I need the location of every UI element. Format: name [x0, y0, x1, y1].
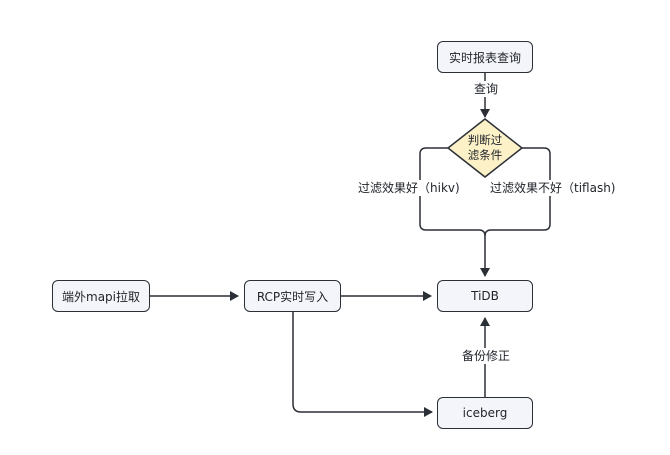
edge-good-filter [419, 147, 490, 277]
iceberg-node: iceberg [437, 397, 533, 429]
edge-label-backup-fix: 备份修正 [460, 348, 513, 364]
edge-label-bad-filter: 过滤效果不好（tiflash) [488, 180, 618, 196]
decision-label: 判断过 滤条件 [450, 133, 520, 163]
realtime-query-node: 实时报表查询 [437, 41, 533, 73]
decision-diamond [446, 118, 524, 178]
edge-label-good-filter: 过滤效果好（hikv) [356, 180, 462, 196]
edge-label-query: 查询 [473, 81, 500, 97]
edge-bad-filter [484, 147, 551, 237]
mapi-pull-node: 端外mapi拉取 [52, 280, 150, 312]
rcp-write-node: RCP实时写入 [244, 280, 341, 312]
tidb-node: TiDB [437, 280, 533, 312]
edge-rcp-to-iceberg [292, 312, 433, 417]
decision-label-line2: 滤条件 [467, 148, 503, 162]
decision-label-line1: 判断过 [467, 133, 503, 147]
